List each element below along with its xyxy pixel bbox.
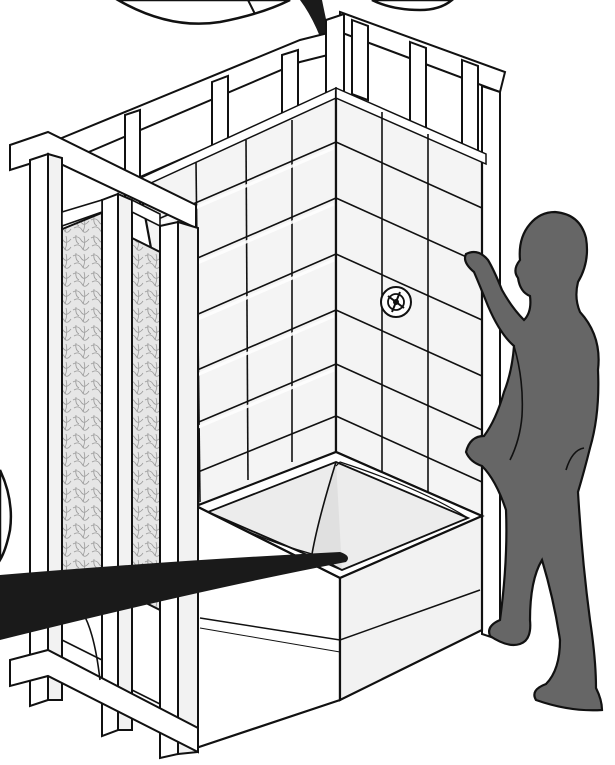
insulation-panel-right: [132, 238, 160, 610]
insulation-panel-left: [60, 212, 104, 586]
top-callout-circle: [118, 0, 290, 24]
shower-valve-icon: [381, 287, 411, 317]
left-wall-framing: [10, 132, 198, 758]
bathtub: [196, 452, 482, 748]
top-right-callout-circle: [372, 0, 452, 10]
left-callout-circle: [0, 470, 11, 560]
